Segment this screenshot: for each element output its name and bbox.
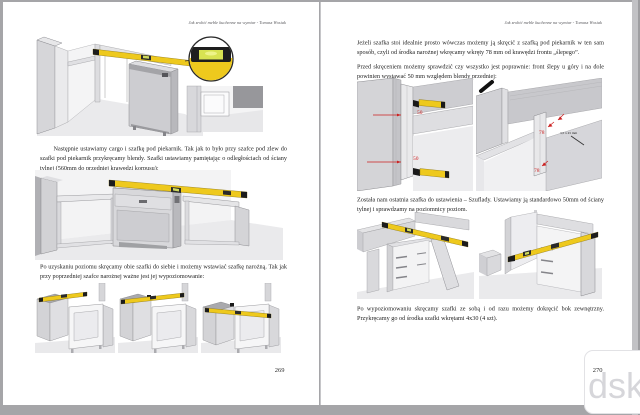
confirmat-screw-icon <box>479 80 494 93</box>
paragraph: Po wypoziomowaniu skręcamy szafki ze sob… <box>357 304 604 322</box>
figure-drawer-cabinet-level-2 <box>479 210 602 299</box>
figure-drawer-cabinet-level-1 <box>357 212 474 299</box>
page-header-left: Jak zrobić meble kuchenne na wymiar - To… <box>188 20 286 25</box>
paragraph: Została nam ostatnia szafka do ustawieni… <box>357 196 604 213</box>
svg-text:3,5 x 45 mm: 3,5 x 45 mm <box>560 131 578 136</box>
spirit-level <box>38 291 88 303</box>
dsk-watermark-text: dsk. <box>588 365 640 406</box>
paragraph: Jeżeli szafka stoi idealnie prosto wówcz… <box>357 39 604 56</box>
figure-corner-screw-positions: 78 78 3,5 x 45 mm <box>476 78 602 191</box>
corner-scene-1 <box>35 283 115 353</box>
oven-cabinet <box>112 185 182 249</box>
page-270: Jak zrobić meble kuchenne na wymiar - To… <box>321 2 632 405</box>
dimension-50-bottom: 50 <box>367 156 419 164</box>
svg-text:50: 50 <box>417 110 423 116</box>
screw-clamp-bottom <box>413 168 450 179</box>
drawer-slides <box>395 252 427 279</box>
corner-detail-image <box>186 85 263 133</box>
svg-text:78: 78 <box>539 130 545 136</box>
figure-blind-front-gap-check: 50 50 <box>357 78 473 191</box>
figure-corner-cabinets-with-level-and-callout <box>36 36 263 136</box>
svg-text:78: 78 <box>534 168 540 174</box>
paragraph: Po uzyskaniu poziomu skręcamy obie szafk… <box>40 262 287 280</box>
figure-corner-cabinet-three-views <box>35 283 281 353</box>
dimension-78-top: 78 <box>539 121 555 136</box>
spirit-level <box>204 307 272 319</box>
page-number-right: 270 <box>592 366 602 374</box>
dimension-50-top: 50 <box>373 110 423 117</box>
spirit-level <box>507 231 599 263</box>
page-divider <box>319 2 321 405</box>
paragraph: Następnie ustawiamy cargo i szafkę pod p… <box>40 144 287 171</box>
page-269: Jak zrobić meble kuchenne na wymiar - To… <box>3 2 319 405</box>
paragraph: Przed skręceniem możemy sprawdzić czy ws… <box>357 62 604 80</box>
window-right-edge <box>632 0 640 415</box>
corner-scene-2 <box>118 283 198 353</box>
spirit-level <box>381 221 469 248</box>
dimension-78-bottom: 78 <box>534 160 549 174</box>
spirit-level <box>120 292 185 305</box>
corner-scene-3 <box>201 283 281 353</box>
dishwasher <box>128 60 179 136</box>
page-number-left: 269 <box>274 366 284 374</box>
bubble-callout <box>188 36 234 82</box>
screw-size-label: 3,5 x 45 mm <box>560 131 585 146</box>
svg-text:50: 50 <box>413 156 419 162</box>
screw-clamp-top <box>413 99 446 109</box>
page-header-right: Jak zrobić meble kuchenne na wymiar - To… <box>504 20 602 25</box>
figure-cabinet-row-with-long-level <box>35 170 283 260</box>
spirit-level <box>108 179 248 199</box>
dsk-watermark-card: dsk. <box>584 350 640 414</box>
